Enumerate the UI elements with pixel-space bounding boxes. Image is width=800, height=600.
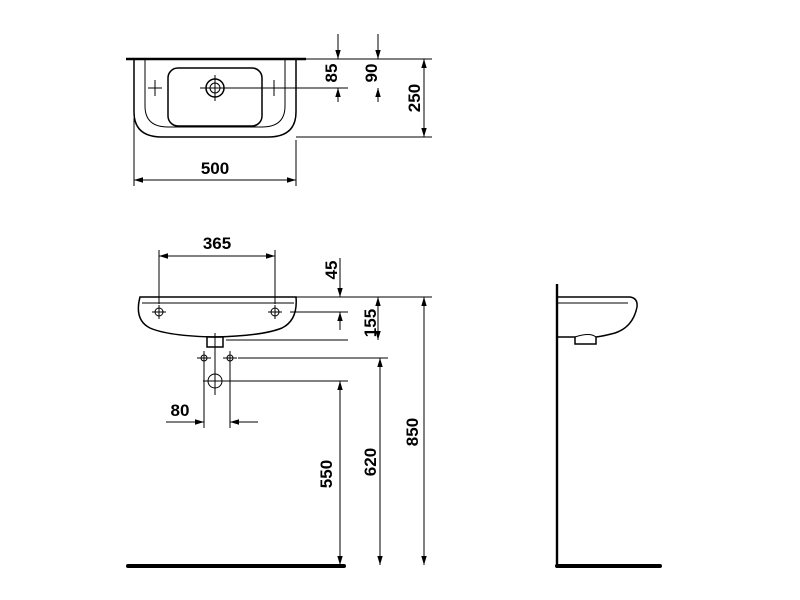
tap-hole-icon <box>200 75 230 101</box>
front-view: 365 45 155 550 620 850 80 <box>126 234 432 568</box>
dim-top-width: 500 <box>201 159 229 178</box>
dim-front-45: 45 <box>322 261 341 280</box>
supply-left-icon <box>197 351 211 365</box>
fixing-mark-left-icon <box>148 80 162 96</box>
dim-front-155: 155 <box>361 309 380 337</box>
side-basin-profile <box>557 296 638 345</box>
dim-top-90: 90 <box>362 64 381 83</box>
dim-front-80: 80 <box>171 401 190 420</box>
dim-front-550: 550 <box>317 460 336 488</box>
dim-front-365: 365 <box>203 234 231 253</box>
dim-top-250: 250 <box>405 84 424 112</box>
top-basin-outer <box>133 60 297 138</box>
top-tap-recess <box>167 67 263 127</box>
side-view <box>555 284 662 568</box>
front-fixing-hole-left-icon <box>152 305 166 319</box>
waste-connection-icon <box>203 369 227 393</box>
top-view: 500 85 90 250 <box>126 34 432 186</box>
dim-front-620: 620 <box>361 448 380 476</box>
supply-right-icon <box>223 351 237 365</box>
front-fixing-hole-right-icon <box>268 305 282 319</box>
dim-front-850: 850 <box>403 418 422 446</box>
dim-top-85: 85 <box>322 64 341 83</box>
top-basin-inner <box>144 60 286 128</box>
